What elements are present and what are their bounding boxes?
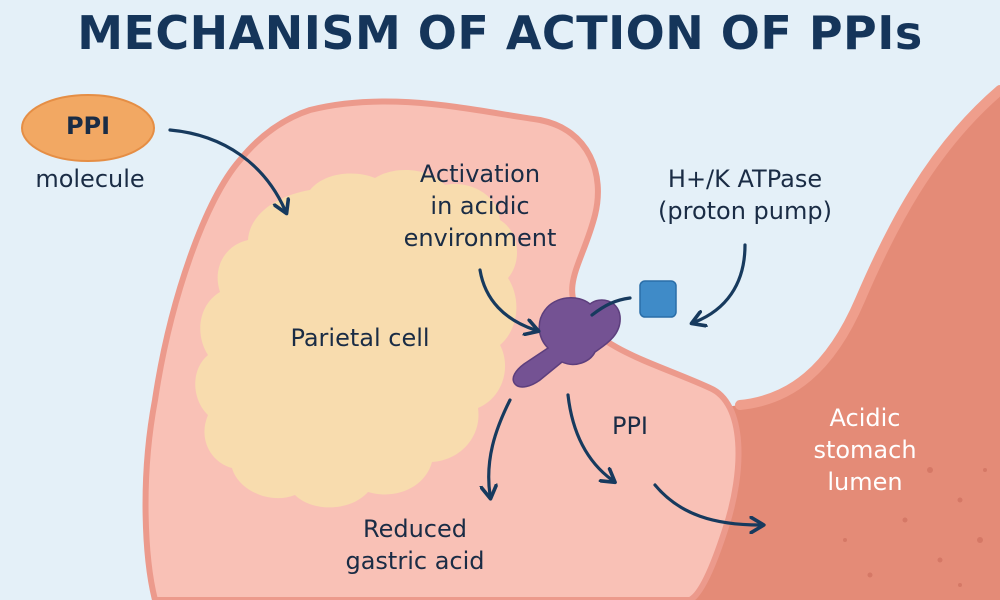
ppi-square-icon [639, 280, 677, 318]
arrow-molecule-to-cell [168, 128, 285, 210]
lumen-dots [843, 467, 987, 587]
arrow-pump-to-square [590, 296, 632, 317]
page-title: MECHANISM OF ACTION OF PPIs [77, 6, 923, 60]
lumen-label: Acidic stomach lumen [813, 404, 917, 496]
arrow-pump-to-reduced-acid [489, 398, 512, 495]
ppi-oval-label: PPI [65, 112, 111, 140]
molecule-label: molecule [35, 165, 145, 193]
ppi-oval-icon [21, 94, 155, 162]
arrow-label-to-square [695, 243, 747, 322]
parietal-cell-label: Parietal cell [290, 324, 430, 352]
arrow-to-lumen [653, 483, 760, 525]
cytoplasm-blob [195, 169, 518, 508]
proton-pump-icon [512, 297, 621, 388]
ppi-bound-label: PPI [611, 412, 649, 440]
arrow-activation-to-pump [478, 268, 535, 330]
activation-label: Activation in acidic environment [403, 160, 557, 252]
proton-pump-label: H+/K ATPase (proton pump) [658, 165, 832, 225]
lumen-edge [735, 85, 1000, 410]
reduced-acid-label: Reduced gastric acid [345, 515, 485, 575]
arrow-pump-to-ppi [566, 393, 612, 480]
